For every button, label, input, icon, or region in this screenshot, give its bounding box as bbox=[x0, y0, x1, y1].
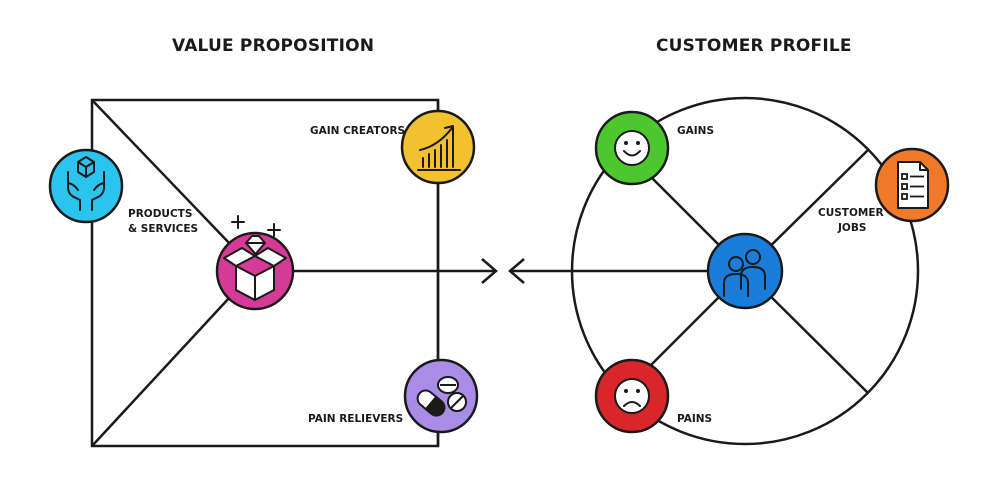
checklist-icon bbox=[874, 147, 950, 223]
arrow-right-head bbox=[481, 258, 498, 284]
pain-relievers-label: PAIN RELIEVERS bbox=[308, 413, 404, 425]
gift-box-diamond-icon bbox=[215, 215, 295, 311]
fit-connector bbox=[255, 258, 745, 284]
customer-jobs-label-line1: CUSTOMER bbox=[818, 207, 884, 219]
smiley-face-icon bbox=[594, 110, 670, 186]
gains-label: GAINS bbox=[677, 125, 715, 137]
products-services-label-line1: PRODUCTS bbox=[128, 208, 193, 220]
sad-face-icon bbox=[594, 358, 670, 434]
pills-icon bbox=[403, 358, 479, 434]
customer-jobs-label-line2: JOBS bbox=[838, 222, 867, 234]
customer-profile-title: CUSTOMER PROFILE bbox=[656, 36, 852, 56]
hands-holding-box-icon bbox=[48, 148, 124, 224]
rising-bar-chart-icon bbox=[400, 109, 476, 185]
value-proposition-title: VALUE PROPOSITION bbox=[172, 36, 375, 56]
arrow-left-head bbox=[508, 258, 525, 284]
products-services-label-line2: & SERVICES bbox=[128, 223, 199, 235]
gain-creators-label: GAIN CREATORS bbox=[310, 125, 406, 137]
people-icon bbox=[706, 232, 784, 310]
pains-label: PAINS bbox=[677, 413, 713, 425]
